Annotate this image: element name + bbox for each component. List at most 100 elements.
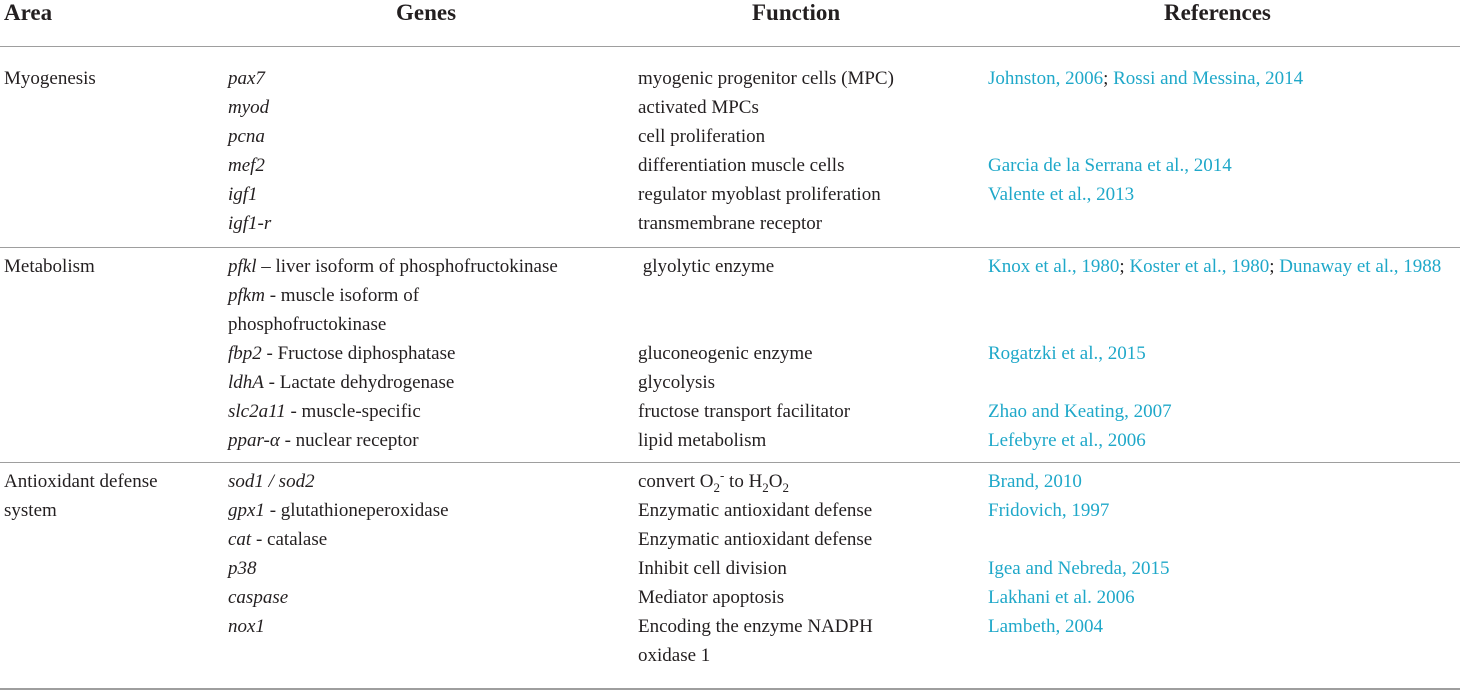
- gene-description: – liver isoform of phosphofructokinase: [256, 256, 558, 277]
- gene-symbol: pfkl: [228, 256, 257, 277]
- gene-symbol: sod1 / sod2: [228, 471, 315, 492]
- area-label: Myogenesis: [4, 68, 96, 89]
- gene-cell: fbp2 - Fructose diphosphatase: [228, 339, 618, 368]
- references-cell: Knox et al., 1980; Koster et al., 1980; …: [988, 256, 1442, 277]
- gene-cell: sod1 / sod2: [228, 467, 618, 496]
- section-antioxidant: Antioxidant defense system sod1 / sod2 c…: [0, 463, 1460, 688]
- function-cell: gluconeogenic enzyme: [638, 343, 813, 364]
- reference-link[interactable]: Lakhani et al. 2006: [988, 587, 1135, 608]
- function-cell: Enzymatic antioxidant defense: [638, 529, 873, 550]
- reference-link[interactable]: Zhao and Keating, 2007: [988, 401, 1172, 422]
- gene-description: - nuclear receptor: [279, 430, 419, 451]
- references-cell: Brand, 2010: [988, 467, 1456, 496]
- function-cell: differentiation muscle cells: [638, 155, 845, 176]
- reference-link[interactable]: Lambeth, 2004: [988, 616, 1104, 637]
- reference-link[interactable]: Valente et al., 2013: [988, 184, 1135, 205]
- gene-symbol: ppar-α: [228, 430, 280, 451]
- reference-link[interactable]: Knox et al., 1980: [988, 256, 1120, 277]
- gene-symbol: p38: [228, 558, 257, 579]
- reference-link[interactable]: Garcia de la Serrana et al., 2014: [988, 155, 1232, 176]
- function-cell: lipid metabolism: [638, 430, 767, 451]
- references-cell: Johnston, 2006; Rossi and Messina, 2014: [988, 68, 1304, 89]
- function-cell: activated MPCs: [638, 97, 759, 118]
- references-cell: Lambeth, 2004: [988, 612, 1456, 641]
- function-text: convert O: [638, 471, 714, 492]
- reference-link[interactable]: Rogatzki et al., 2015: [988, 343, 1146, 364]
- gene-cell: caspase: [228, 583, 618, 612]
- header-rule: [0, 46, 1460, 47]
- gene-cell: gpx1 - glutathioneperoxidase: [228, 496, 618, 525]
- references-cell: Igea and Nebreda, 2015: [988, 554, 1456, 583]
- gene-symbol: igf1-r: [228, 213, 272, 234]
- gene-cell: ldhA - Lactate dehydrogenase: [228, 368, 618, 397]
- subscript: 2: [782, 479, 790, 495]
- gene-cell: pfkl – liver isoform of phosphofructokin…: [228, 252, 618, 281]
- gene-description: - muscle-specific: [285, 401, 421, 422]
- function-cell: transmembrane receptor: [638, 213, 823, 234]
- gene-cell: ppar-α - nuclear receptor: [228, 426, 618, 455]
- header-area: Area: [4, 0, 53, 25]
- gene-symbol: myod: [228, 97, 270, 118]
- references-cell: Zhao and Keating, 2007: [988, 397, 1456, 426]
- subscript: 2: [762, 479, 769, 495]
- references-cell: Lefebyre et al., 2006: [988, 426, 1456, 455]
- gene-cell: cat - catalase: [228, 525, 618, 554]
- function-cell: fructose transport facilitator: [638, 401, 851, 422]
- function-cell: glycolysis: [638, 372, 716, 393]
- gene-cell: igf1: [228, 180, 618, 209]
- function-cell: convert O2- to H2O2: [638, 467, 938, 496]
- gene-cell: mef2: [228, 151, 618, 180]
- reference-link[interactable]: Johnston, 2006: [988, 68, 1104, 89]
- gene-symbol: igf1: [228, 184, 258, 205]
- function-cell: Enzymatic antioxidant defense: [638, 500, 873, 521]
- function-cell: Encoding the enzyme NADPH oxidase 1: [638, 616, 873, 666]
- function-text: O: [768, 471, 783, 492]
- references-cell: Rogatzki et al., 2015: [988, 339, 1456, 368]
- function-cell: regulator myoblast proliferation: [638, 184, 881, 205]
- reference-link[interactable]: Fridovich, 1997: [988, 500, 1110, 521]
- references-cell: Lakhani et al. 2006: [988, 583, 1456, 612]
- area-label: Metabolism: [4, 256, 95, 277]
- gene-description: - glutathioneperoxidase: [264, 500, 449, 521]
- gene-symbol: caspase: [228, 587, 289, 608]
- reference-link[interactable]: Lefebyre et al., 2006: [988, 430, 1146, 451]
- references-cell: Garcia de la Serrana et al., 2014: [988, 151, 1456, 180]
- gene-cell: p38: [228, 554, 618, 583]
- function-cell: glyolytic enzyme: [638, 256, 775, 277]
- gene-symbol: cat: [228, 529, 252, 550]
- function-cell: cell proliferation: [638, 126, 766, 147]
- gene-cell: pfkm - muscle isoform of phosphofructoki…: [228, 281, 478, 339]
- section-metabolism: Metabolism pfkl – liver isoform of phosp…: [0, 248, 1460, 463]
- subscript: 2: [713, 479, 720, 495]
- gene-cell: igf1-r: [228, 209, 618, 238]
- gene-description: - Lactate dehydrogenase: [263, 372, 455, 393]
- gene-description: - catalase: [251, 529, 328, 550]
- gene-description: - Fructose diphosphatase: [261, 343, 456, 364]
- gene-symbol: ldhA: [228, 372, 264, 393]
- reference-link[interactable]: Rossi and Messina, 2014: [1113, 68, 1304, 89]
- area-label: Antioxidant defense system: [4, 471, 158, 521]
- header-references: References: [1164, 0, 1271, 25]
- gene-cell: myod: [228, 93, 618, 122]
- bottom-rule: [0, 688, 1460, 690]
- function-cell: Inhibit cell division: [638, 558, 787, 579]
- gene-symbol: gpx1: [228, 500, 265, 521]
- references-cell: Fridovich, 1997: [988, 496, 1456, 525]
- function-text: to H: [724, 471, 763, 492]
- function-cell: Mediator apoptosis: [638, 587, 785, 608]
- gene-cell: nox1: [228, 612, 618, 641]
- section-myogenesis: Myogenesis pax7 myogenic progenitor cell…: [0, 47, 1460, 248]
- gene-symbol: nox1: [228, 616, 265, 637]
- gene-symbol: pcna: [228, 126, 265, 147]
- references-cell: Valente et al., 2013: [988, 180, 1456, 209]
- gene-cell: pax7: [228, 64, 618, 93]
- superscript: -: [719, 467, 725, 483]
- gene-cell: slc2a11 - muscle-specific: [228, 397, 618, 426]
- reference-link[interactable]: Igea and Nebreda, 2015: [988, 558, 1170, 579]
- gene-description: - muscle isoform of phosphofructokinase: [228, 285, 420, 335]
- gene-symbol: pax7: [228, 68, 265, 89]
- reference-link[interactable]: Koster et al., 1980: [1129, 256, 1270, 277]
- reference-link[interactable]: Brand, 2010: [988, 471, 1082, 492]
- reference-link[interactable]: Dunaway et al., 1988: [1279, 256, 1442, 277]
